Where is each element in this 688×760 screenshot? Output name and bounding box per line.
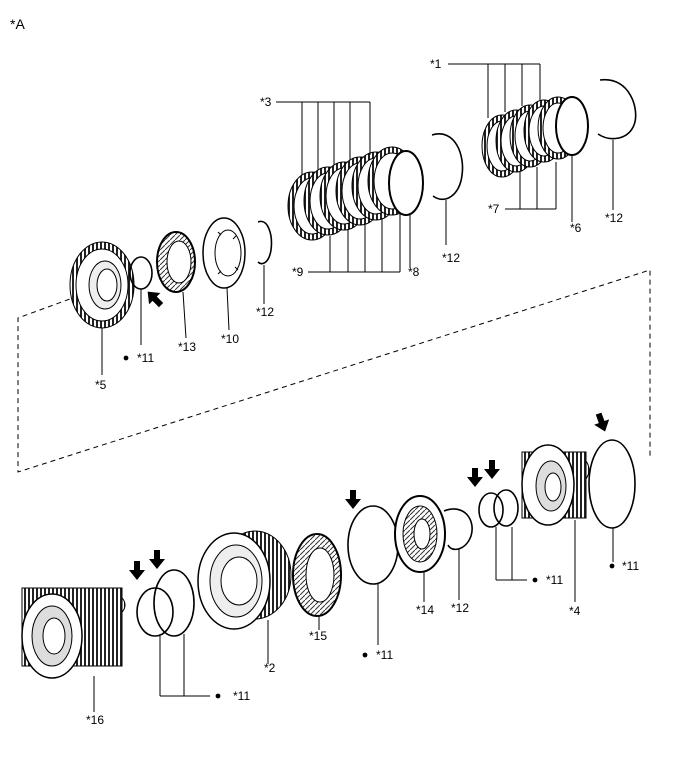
callout-6: *6	[570, 221, 582, 235]
apply-arrow-icon	[467, 468, 483, 487]
callout-12d: *12	[451, 601, 469, 615]
part-15-bearing-cage	[292, 533, 342, 617]
part-12-snap-ring-c	[597, 79, 637, 140]
callout-12c: *12	[442, 251, 460, 265]
part-5-gear-hub	[69, 241, 135, 329]
callout-4: *4	[569, 604, 581, 618]
leader-11e-bracket	[159, 634, 221, 699]
part-13-one-way-clutch	[156, 231, 196, 293]
subassembly-dashed-outline	[17, 269, 651, 473]
apply-arrow-icon	[591, 410, 613, 435]
leader-13	[182, 291, 187, 339]
callout-10: *10	[221, 332, 239, 346]
callout-11d: *11	[376, 648, 393, 662]
callout-12b: *12	[256, 305, 274, 319]
apply-arrow-icon	[484, 460, 500, 479]
part-3-9-clutch-pack	[287, 146, 417, 241]
part-1-7-clutch-pack	[481, 96, 589, 178]
apply-arrow-icon	[149, 550, 165, 569]
callout-13: *13	[178, 340, 196, 354]
part-12-snap-ring-b	[431, 133, 464, 201]
part-12-snap-ring-d	[443, 508, 473, 551]
apply-arrow-icon	[129, 561, 145, 580]
apply-arrow-icon	[141, 285, 167, 311]
callout-5: *5	[95, 378, 107, 392]
callout-15: *15	[309, 629, 327, 643]
callout-11c: *11	[546, 573, 563, 587]
callout-11b: *11	[622, 559, 639, 573]
callout-8: *8	[408, 265, 420, 279]
callout-9: *9	[292, 265, 304, 279]
leader-3-bracket	[276, 101, 371, 175]
apply-arrow-icon	[345, 490, 361, 509]
callout-3: *3	[260, 95, 272, 109]
callout-11a: *11	[137, 351, 154, 365]
figure-tag: *A	[10, 16, 25, 32]
callout-14: *14	[416, 603, 434, 617]
apply-dot-icon	[123, 355, 129, 361]
part-11-ring-right	[588, 439, 636, 529]
part-11-o-ring-lower-b	[153, 569, 195, 637]
part-2-gear-carrier	[197, 530, 292, 630]
leader-7-bracket	[505, 162, 557, 210]
apply-dot-icon	[362, 652, 368, 658]
part-16-drum	[21, 587, 126, 679]
callout-12a: *12	[605, 211, 623, 225]
part-11-ring-pair-a	[478, 492, 504, 528]
callout-16: *16	[86, 713, 104, 727]
callout-11e: *11	[233, 689, 250, 703]
part-10-plate	[202, 217, 246, 289]
callout-7: *7	[488, 202, 500, 216]
apply-dot-icon	[609, 563, 615, 569]
part-11-o-ring-lower-a	[136, 587, 174, 637]
part-11-ring-pair-b	[493, 489, 519, 527]
part-12-snap-ring-a	[257, 220, 273, 265]
part-4-clutch-drum	[521, 444, 590, 526]
leader-10	[226, 287, 230, 331]
leader-1-bracket	[448, 63, 541, 118]
leader-11c-bracket	[495, 527, 538, 583]
leader-9-bracket	[308, 214, 401, 273]
part-8-flange	[388, 150, 424, 216]
callout-2: *2	[264, 661, 276, 675]
part-11-ring-center	[347, 505, 399, 585]
part-14-clutch-hub	[394, 495, 446, 573]
callout-1: *1	[430, 57, 442, 71]
